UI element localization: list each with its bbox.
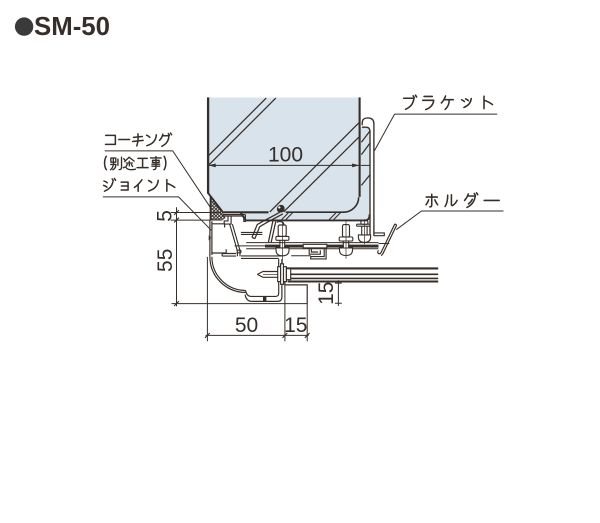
svg-text:55: 55: [154, 249, 177, 272]
svg-text:100: 100: [268, 144, 303, 167]
svg-text:15: 15: [315, 282, 338, 305]
svg-text:15: 15: [284, 314, 307, 337]
svg-text:5: 5: [153, 210, 176, 222]
svg-text:SM-50: SM-50: [34, 13, 110, 41]
svg-text:50: 50: [235, 314, 258, 337]
